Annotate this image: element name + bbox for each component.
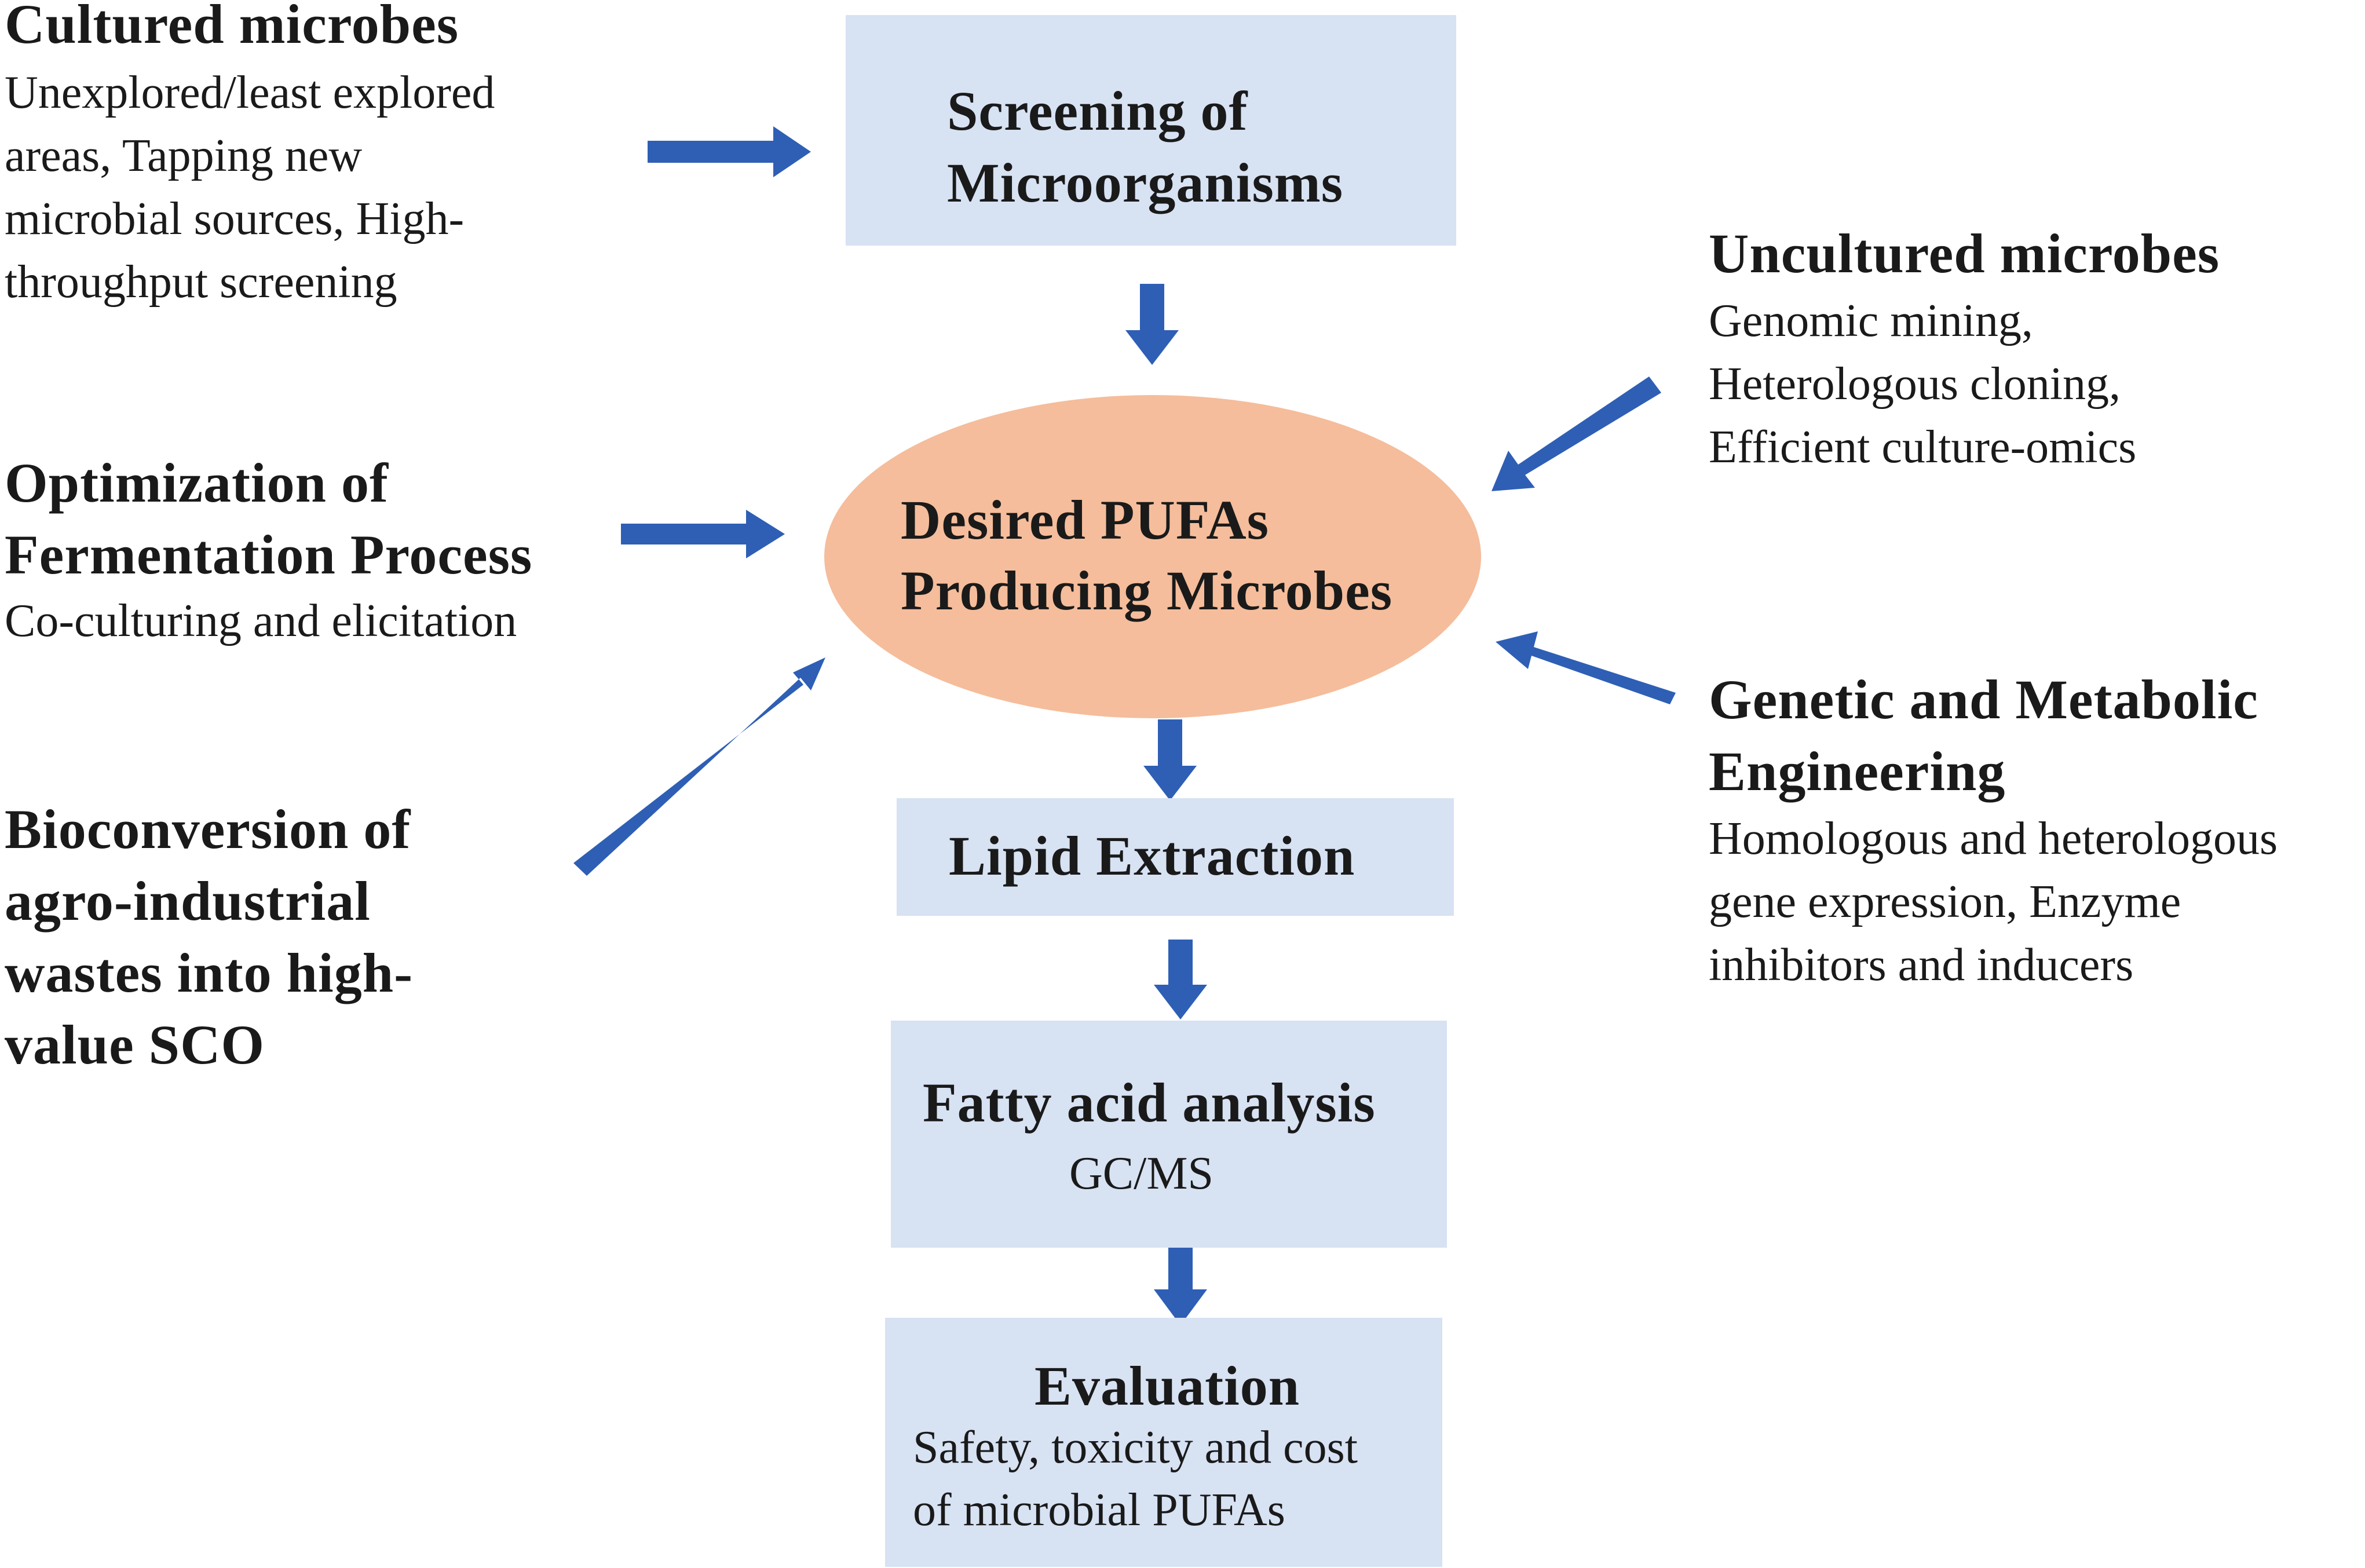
genetic-title-line2: Engineering	[1709, 740, 2006, 802]
genetic-line-2: gene expression, Enzyme	[1709, 876, 2181, 927]
cultured-line-4: throughput screening	[5, 257, 397, 308]
uncultured-line-3: Efficient culture-omics	[1709, 422, 2137, 473]
lipid-extraction-title: Lipid Extraction	[949, 825, 1355, 887]
center-title-line2: Producing Microbes	[901, 560, 1393, 622]
arrow-center-to-lipid	[1143, 719, 1197, 801]
cultured-line-2: areas, Tapping new	[5, 130, 363, 181]
arrow-lipid-to-fatty	[1154, 940, 1207, 1019]
arrow-genetic-to-center	[1496, 631, 1676, 704]
evaluation-subtitle-line1: Safety, toxicity and cost	[913, 1422, 1358, 1473]
arrow-bioconversion-to-center	[573, 657, 825, 876]
uncultured-line-2: Heterologous cloning,	[1709, 359, 2121, 410]
arrow-screening-to-center	[1125, 284, 1179, 365]
bioconversion-line-3: wastes into high-	[5, 942, 414, 1004]
uncultured-line-1: Genomic mining,	[1709, 295, 2033, 346]
evaluation-title: Evaluation	[1035, 1355, 1300, 1417]
uncultured-title: Uncultured microbes	[1709, 222, 2220, 284]
arrow-optimization-to-center	[621, 510, 785, 558]
fatty-acid-box: Fatty acid analysis GC/MS	[891, 1021, 1447, 1248]
arrow-cultured-to-screening	[648, 126, 811, 177]
optimization-body: Co-culturing and elicitation	[5, 595, 517, 646]
arrow-uncultured-to-center	[1492, 377, 1661, 491]
bioconversion-line-4: value SCO	[5, 1014, 265, 1076]
genetic-line-1: Homologous and heterologous	[1709, 813, 2278, 864]
fatty-acid-subtitle: GC/MS	[1069, 1148, 1213, 1199]
evaluation-subtitle-line2: of microbial PUFAs	[913, 1485, 1285, 1536]
genetic-line-3: inhibitors and inducers	[1709, 940, 2134, 990]
bioconversion-line-1: Bioconversion of	[5, 798, 411, 860]
evaluation-box: Evaluation Safety, toxicity and cost of …	[885, 1318, 1442, 1567]
cultured-title: Cultured microbes	[5, 0, 459, 55]
optimization-title-line2: Fermentation Process	[5, 524, 533, 586]
genetic-title-line1: Genetic and Metabolic	[1709, 668, 2258, 730]
bioconversion-line-2: agro-industrial	[5, 870, 371, 932]
optimization-title-line1: Optimization of	[5, 452, 389, 514]
lipid-extraction-box: Lipid Extraction	[897, 798, 1454, 916]
screening-title-line1: Screening of	[947, 80, 1248, 142]
center-title-line1: Desired PUFAs	[901, 489, 1270, 551]
fatty-acid-title: Fatty acid analysis	[923, 1072, 1376, 1134]
screening-title-line2: Microorganisms	[947, 152, 1344, 214]
screening-box: Screening of Microorganisms	[846, 15, 1456, 246]
cultured-line-3: microbial sources, High-	[5, 193, 465, 244]
cultured-line-1: Unexplored/least explored	[5, 67, 495, 118]
arrow-fatty-to-evaluation	[1154, 1247, 1207, 1325]
center-ellipse	[824, 395, 1481, 718]
